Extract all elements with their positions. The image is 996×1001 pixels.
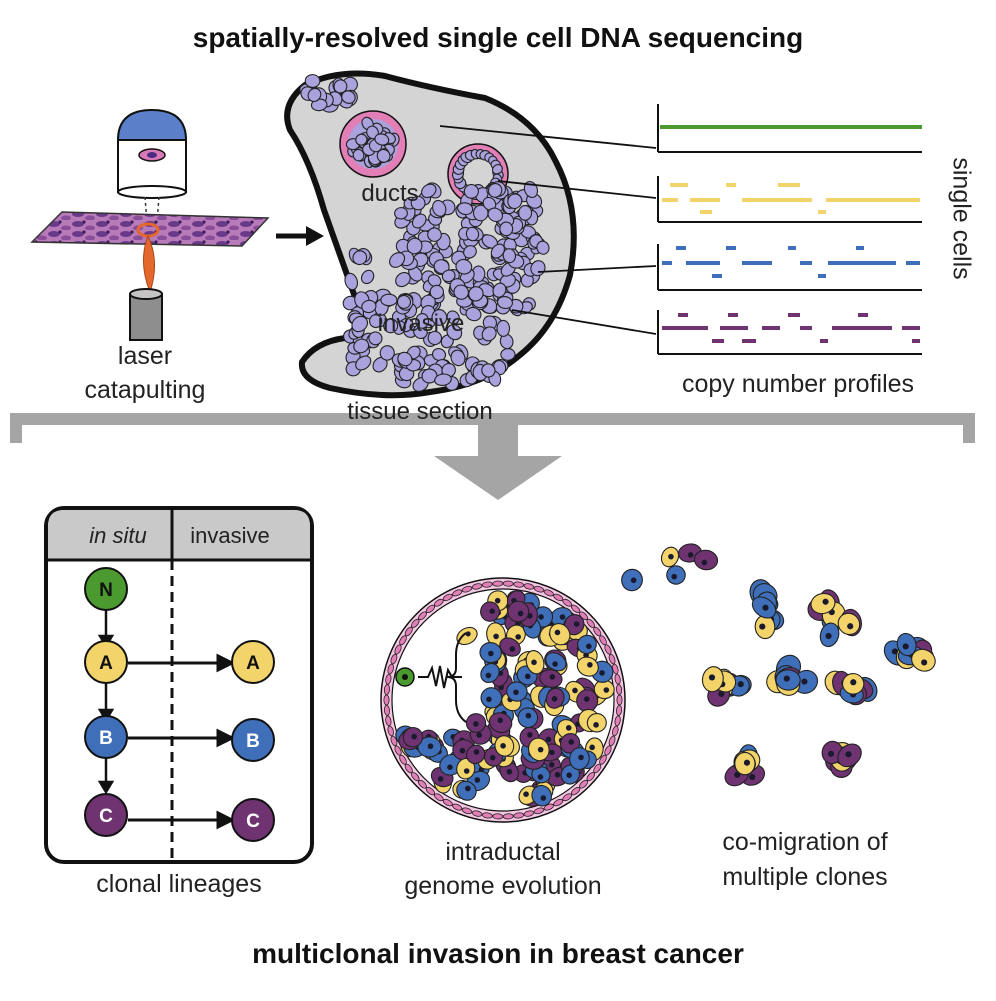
label-tissue-section: tissue section (347, 398, 493, 425)
profile-blue (657, 244, 922, 291)
node-circle-B (84, 715, 128, 759)
node-circle-N (84, 567, 128, 611)
tissue-cells (299, 74, 550, 392)
node-label-C: C (99, 806, 113, 827)
invasive-node-label-C: C (246, 811, 260, 832)
arrow-right (276, 226, 324, 246)
node-circle-invasive-A (231, 640, 275, 684)
intraductal-duct (380, 543, 719, 823)
lineage-panel: N A B C A B C in situ invasive (44, 506, 314, 864)
invasive-node-label-A: A (246, 653, 260, 674)
label-intraductal-line2: genome evolution (404, 872, 602, 900)
header-invasive: invasive (190, 523, 269, 548)
leader-lines (439, 125, 657, 335)
profile-purple (657, 310, 922, 355)
node-circle-invasive-C (231, 798, 275, 842)
figure-title: spatially-resolved single cell DNA seque… (192, 22, 804, 53)
label-intraductal-line1: intraductal (445, 838, 561, 866)
copy-number-profiles (657, 104, 922, 355)
invasive-node-label-B: B (246, 731, 260, 752)
duct-tumor-cells (395, 543, 719, 807)
node-label-N: N (99, 580, 113, 601)
branch-brace (446, 632, 467, 723)
node-label-A: A (99, 653, 113, 674)
profile-yellow (657, 176, 922, 223)
node-label-B: B (99, 728, 113, 749)
laser-catapulting-apparatus (30, 108, 270, 341)
label-laser: laser (117, 342, 173, 370)
label-ducts: ducts (361, 180, 419, 207)
label-comigration-line2: multiple clones (722, 863, 888, 891)
label-catapulting: catapulting (84, 376, 206, 404)
label-copy-number-profiles: copy number profiles (681, 370, 915, 398)
label-comigration-line1: co-migration of (722, 828, 888, 856)
arrow-down (434, 425, 562, 500)
node-circle-A (84, 640, 128, 684)
tissue-section (284, 70, 577, 399)
comigration-clusters (701, 579, 936, 787)
profile-green (657, 104, 922, 153)
bottom-title: multiclonal invasion in breast cancer (252, 938, 744, 969)
label-invasive: invasive (377, 310, 465, 337)
bracket (10, 413, 975, 443)
node-circle-invasive-B (231, 718, 275, 762)
duct-wall-cells (383, 580, 623, 820)
mutation-squiggle (418, 664, 462, 689)
header-in-situ: in situ (89, 523, 146, 548)
label-clonal-lineages: clonal lineages (96, 870, 262, 898)
node-circle-C (84, 793, 128, 837)
label-single-cells: single cells (947, 157, 976, 280)
